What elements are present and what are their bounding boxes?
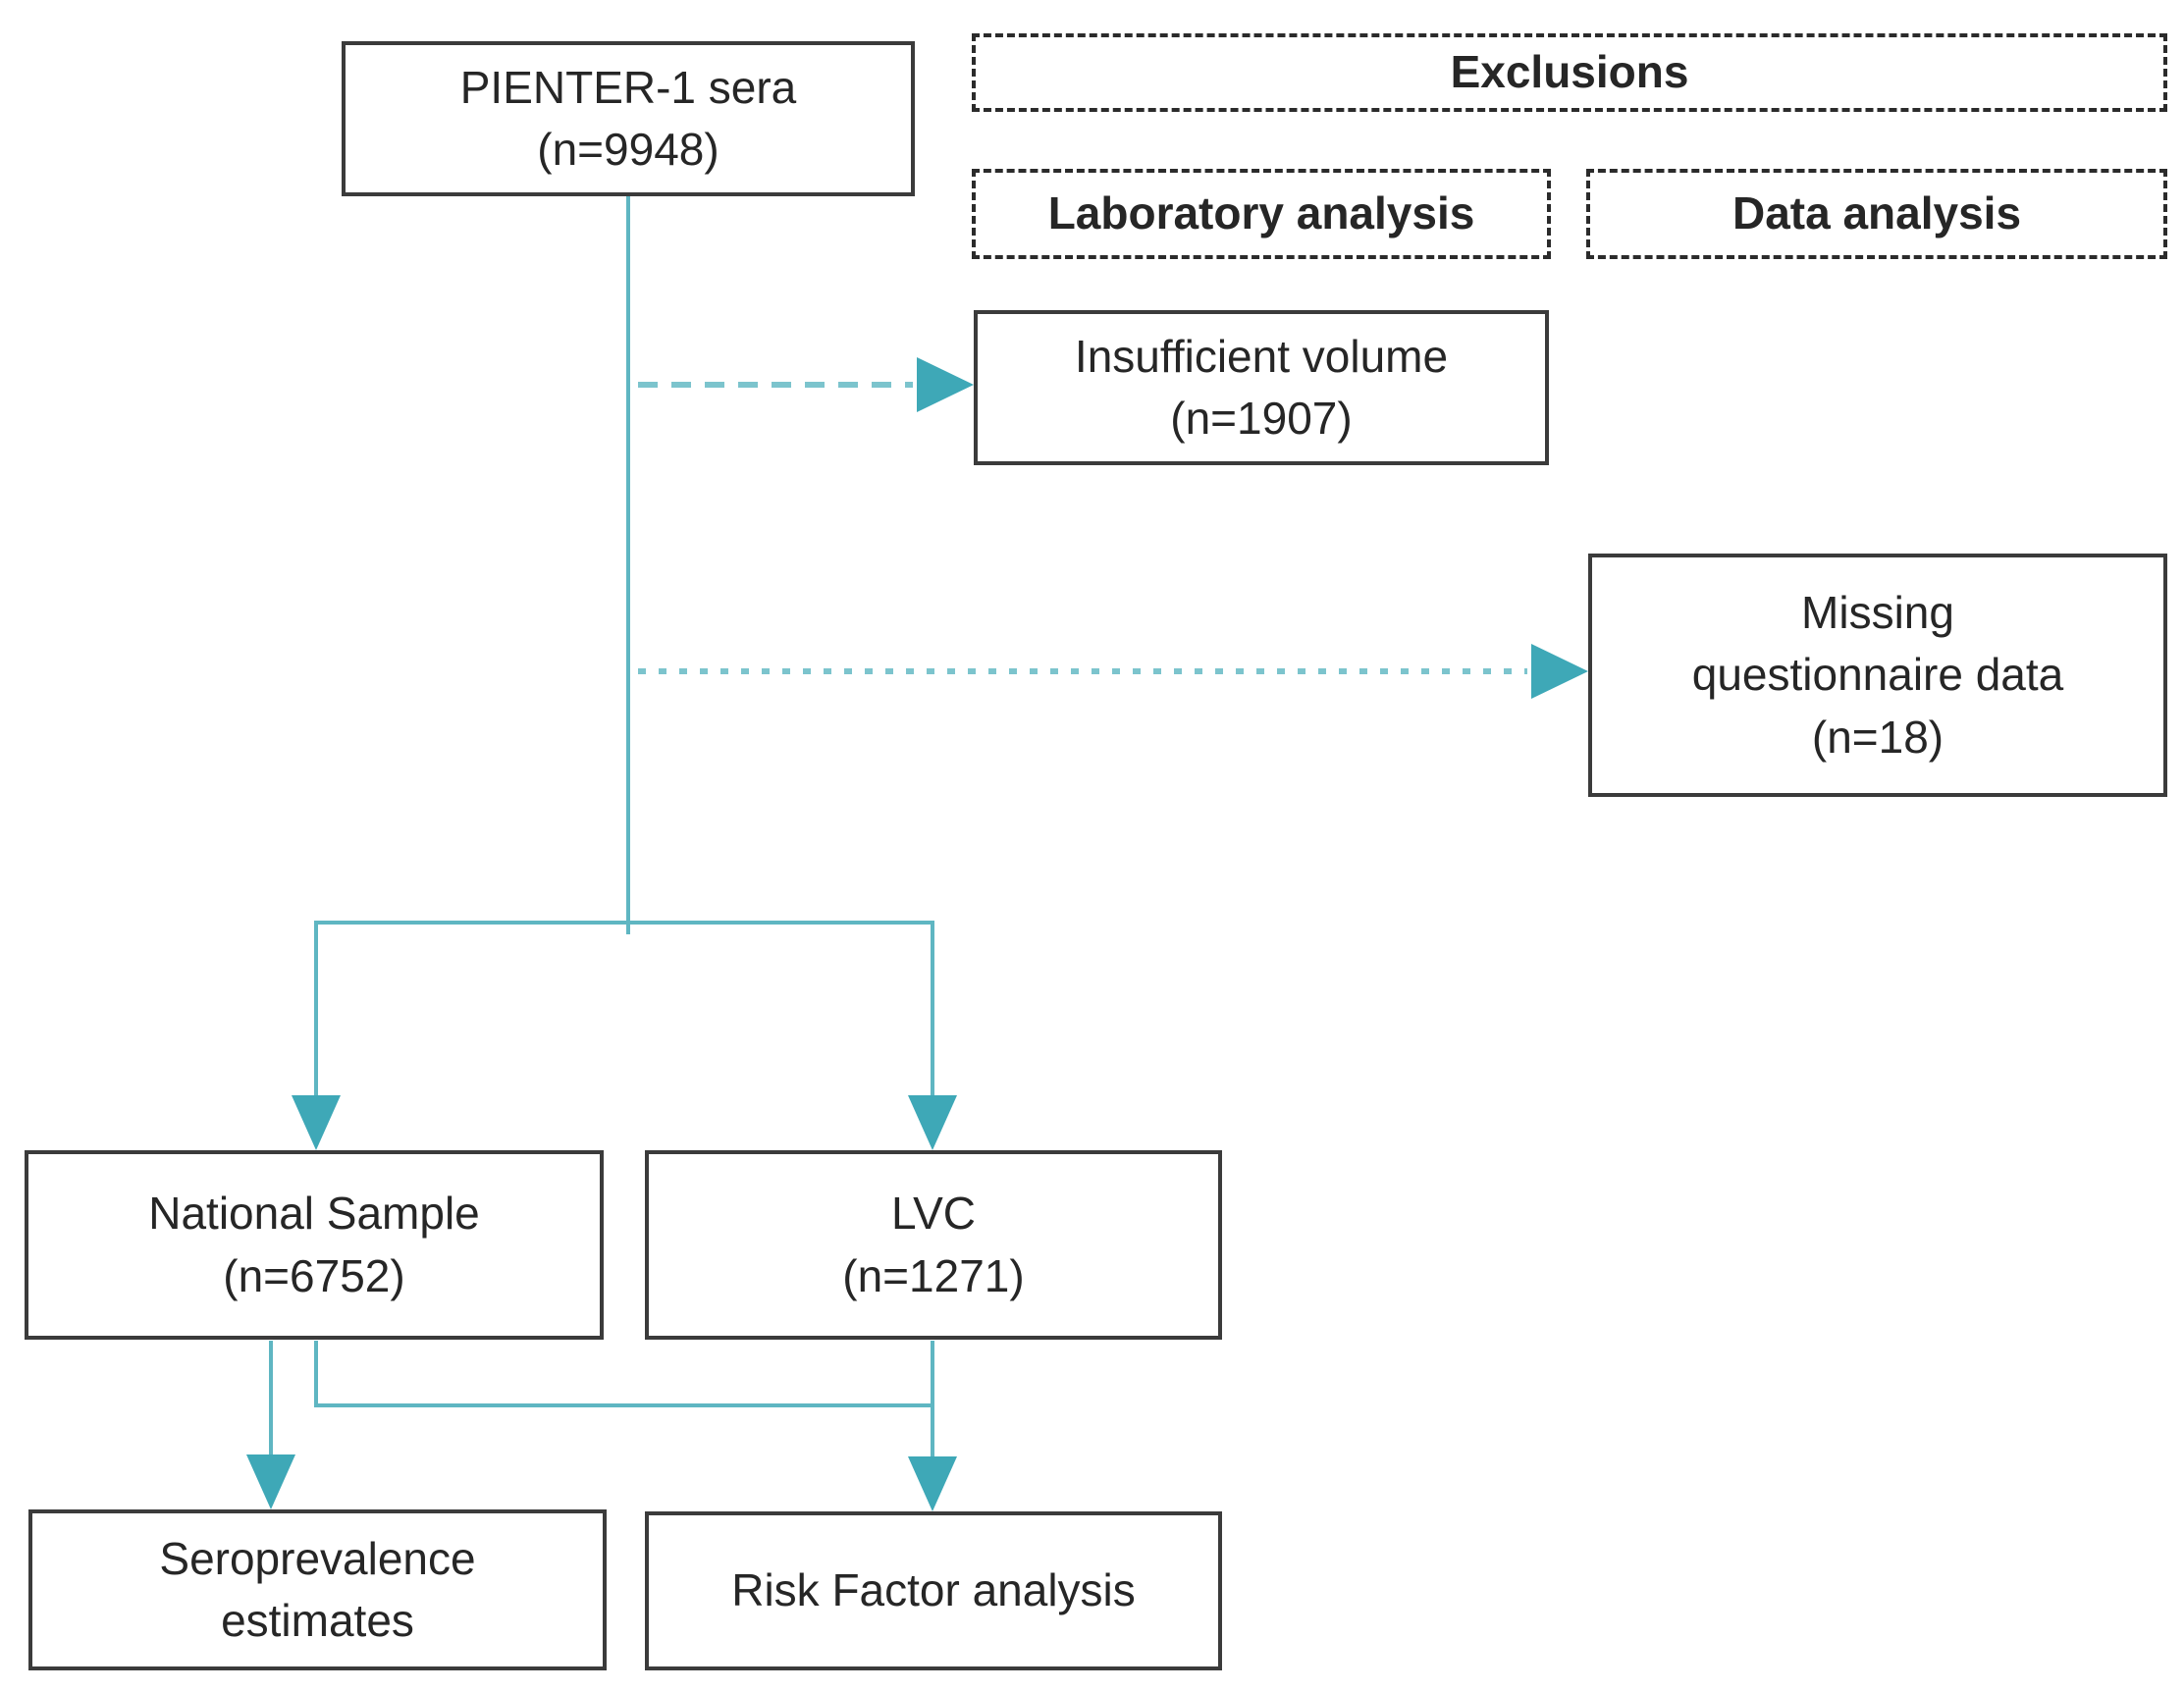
- node-data-analysis: Data analysis: [1586, 169, 2167, 259]
- node-line: questionnaire data: [1691, 649, 2064, 701]
- node-line: PIENTER-1 sera: [459, 61, 797, 113]
- node-label: Laboratory analysis: [1047, 187, 1475, 239]
- node-lvc: LVC (n=1271): [645, 1150, 1222, 1340]
- node-line: Insufficient volume: [1074, 330, 1449, 382]
- node-insufficient-volume: Insufficient volume (n=1907): [974, 310, 1549, 465]
- node-exclusions-header: Exclusions: [972, 33, 2167, 112]
- node-label: Risk Factor analysis: [731, 1564, 1136, 1616]
- arrowhead-right-icon: [1531, 644, 1588, 699]
- node-line: (n=1271): [842, 1249, 1025, 1301]
- node-line: estimates: [221, 1595, 414, 1646]
- node-line: LVC: [890, 1188, 977, 1240]
- node-risk-factor-analysis: Risk Factor analysis: [645, 1511, 1222, 1670]
- node-line: (n=6752): [223, 1249, 405, 1301]
- node-national-sample: National Sample (n=6752): [25, 1150, 604, 1340]
- arrowhead-down-icon: [908, 1095, 957, 1150]
- arrowhead-down-icon: [292, 1095, 341, 1150]
- arrowhead-down-icon: [908, 1456, 957, 1511]
- node-line: (n=18): [1811, 711, 1944, 763]
- node-line: Seroprevalence: [159, 1532, 476, 1584]
- arrowhead-down-icon: [246, 1454, 295, 1509]
- node-seroprevalence-estimates: Seroprevalence estimates: [28, 1509, 607, 1670]
- node-missing-questionnaire-data: Missing questionnaire data (n=18): [1588, 554, 2167, 797]
- node-label: Exclusions: [1450, 46, 1689, 98]
- arrowhead-right-icon: [917, 357, 974, 412]
- node-pienter-sera: PIENTER-1 sera (n=9948): [342, 41, 915, 196]
- node-line: National Sample: [148, 1188, 480, 1240]
- node-laboratory-analysis: Laboratory analysis: [972, 169, 1551, 259]
- node-line: (n=1907): [1170, 393, 1353, 444]
- node-line: (n=9948): [537, 124, 719, 175]
- node-label: Data analysis: [1731, 187, 2022, 239]
- node-line: Missing: [1801, 586, 1954, 638]
